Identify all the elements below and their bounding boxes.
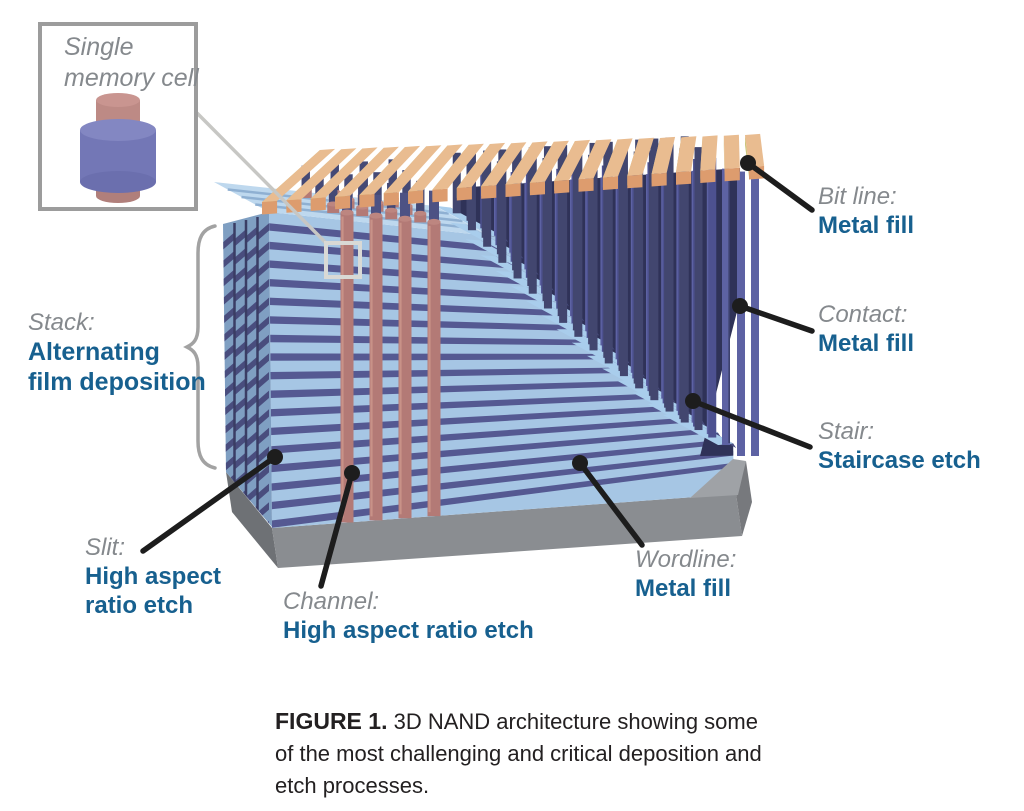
slit-side-face [223, 212, 272, 527]
channel-term: Channel: [283, 588, 380, 615]
slit-leader-line [140, 449, 283, 554]
stair-callout: Stair: Staircase etch [818, 418, 981, 475]
wordline-callout: Wordline: Metal fill [635, 546, 736, 603]
slit-process-line2: ratio etch [85, 592, 194, 619]
single-memory-cell-inset: Single memory cell [38, 22, 199, 211]
contact-term: Contact: [818, 301, 908, 328]
inset-title: Single memory cell [64, 32, 199, 94]
wordline-term: Wordline: [635, 546, 737, 573]
channel-leader-line [318, 465, 360, 589]
memory-cell-cylinder-icon [80, 93, 156, 203]
stair-term: Stair: [818, 418, 875, 445]
wordline-leader-line [572, 455, 645, 548]
substrate [226, 461, 752, 568]
contact-callout: Contact: Metal fill [818, 301, 914, 358]
contact-process: Metal fill [818, 330, 915, 357]
contact-leader-line [732, 298, 815, 334]
contact-pillars [452, 136, 759, 457]
stack-brace [183, 224, 217, 470]
bit-lines [262, 133, 765, 215]
channel-callout: Channel: High aspect ratio etch [283, 588, 534, 645]
bitline-leader-line [740, 155, 815, 213]
memory-cell-highlight [195, 111, 362, 279]
figure-caption: FIGURE 1. 3D NAND architecture showing s… [275, 705, 775, 802]
bitline-term: Bit line: [818, 183, 897, 210]
bitline-process: Metal fill [818, 212, 915, 239]
stack-process-line2: film deposition [28, 368, 206, 396]
leader-lines [140, 155, 815, 589]
bitline-callout: Bit line: Metal fill [818, 183, 914, 240]
substrate-top-wedge [690, 459, 746, 498]
stair-process: Staircase etch [818, 447, 981, 474]
slit-callout: Slit: High aspect ratio etch [85, 534, 221, 620]
figure-caption-text: 3D NAND architecture showing some of the… [275, 709, 762, 798]
slit-process-line1: High aspect [85, 563, 222, 590]
channel-process: High aspect ratio etch [283, 617, 534, 644]
stack-term: Stack: [28, 309, 95, 336]
stack-callout: Stack: Alternating film deposition [28, 309, 206, 397]
stair-leader-line [685, 393, 813, 450]
inset-title-line1: Single [64, 33, 134, 61]
inset-title-line2: memory cell [64, 64, 199, 92]
wordline-process: Metal fill [635, 575, 732, 602]
stack-process-line1: Alternating [28, 338, 160, 366]
slit-term: Slit: [85, 534, 126, 561]
figure-caption-label: FIGURE 1. [275, 708, 388, 734]
